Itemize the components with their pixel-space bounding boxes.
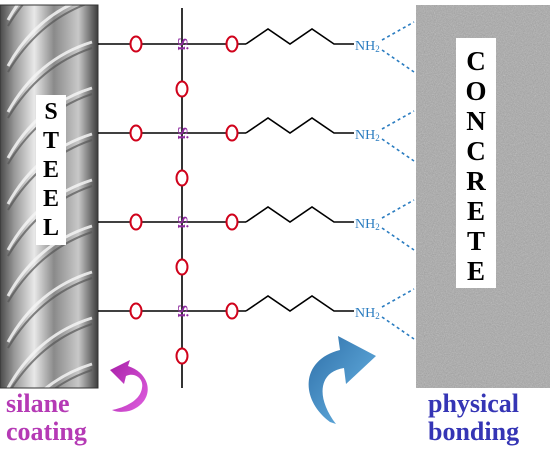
silane-unit: Si NH2 [98,110,415,162]
steel-rib [6,316,93,388]
silicon-atom: Si [174,127,190,140]
hydrogen-bond [381,138,415,162]
silane-unit: Si NH2 [98,288,415,340]
propyl-chain [245,295,354,312]
amine-group: NH2 [355,39,380,54]
oxygen-atom [129,213,143,231]
propyl-chain [245,117,354,134]
hydrogen-bond [381,288,415,308]
propyl-chain [245,206,354,223]
oxygen-atom [225,35,239,53]
steel-ribs [6,5,93,388]
steel-rib-shadow [10,323,93,388]
amine-group: NH2 [355,128,380,143]
hydrogen-bond [381,49,415,73]
oxygen-atom [225,213,239,231]
steel-rib-shadow [7,277,93,349]
steel-bar [0,4,99,389]
steel-rib-shadow [7,47,93,119]
steel-outline [0,4,99,389]
physical-caption-line1: physical [428,389,519,418]
steel-letter: T [43,128,59,154]
oxygen-atom [175,347,189,365]
silane-caption-line1: silane [6,389,70,418]
bonding-arrow-icon [308,336,376,424]
propyl-chain [245,28,354,45]
silicon-atom: Si [174,305,190,318]
oxygen-atom [175,169,189,187]
concrete-letter: O [465,76,486,106]
steel-label-box [36,95,66,245]
steel-rib-shadow [7,5,24,27]
silane-unit: Si NH2 [98,199,415,251]
silane-arrow-icon [110,360,148,412]
hydrogen-bond [381,21,415,41]
concrete-letter: E [467,256,485,286]
amine-group: NH2 [355,217,380,232]
steel-rib [6,40,93,113]
hydrogen-bond [381,110,415,130]
silane-unit: Si NH2 [98,21,415,73]
steel-rib [6,270,93,343]
concrete-letter: N [466,106,486,136]
steel-rib-shadow [53,369,93,388]
concrete-letter: T [467,226,485,256]
steel-rib [6,5,74,67]
oxygen-atom [175,258,189,276]
steel-letter: E [43,186,59,212]
steel-rib [6,224,93,297]
oxygen-atom [225,302,239,320]
hydrogen-bond [381,227,415,251]
concrete-letter: C [466,46,486,76]
concrete-letter: C [466,136,486,166]
oxygen-atom [129,302,143,320]
steel-letter: S [44,99,57,125]
silane-caption-line2: coating [6,417,87,446]
steel-letter: E [43,157,59,183]
steel-rib-shadow [7,231,93,303]
hydrogen-bond [381,199,415,219]
hydrogen-bond [381,316,415,340]
physical-caption-line2: bonding [428,417,519,446]
oxygen-atom [225,124,239,142]
concrete-label-box [456,38,496,288]
steel-rib [6,5,20,21]
oxygen-atom [129,124,143,142]
steel-rib-shadow [7,5,87,73]
steel-letter: L [43,215,59,241]
silicon-atom: Si [174,38,190,51]
concrete-letter: R [466,166,486,196]
oxygen-atom [129,35,143,53]
oxygen-atom [175,80,189,98]
silicon-atom: Si [174,216,190,229]
concrete-letter: E [467,196,485,226]
amine-group: NH2 [355,306,380,321]
